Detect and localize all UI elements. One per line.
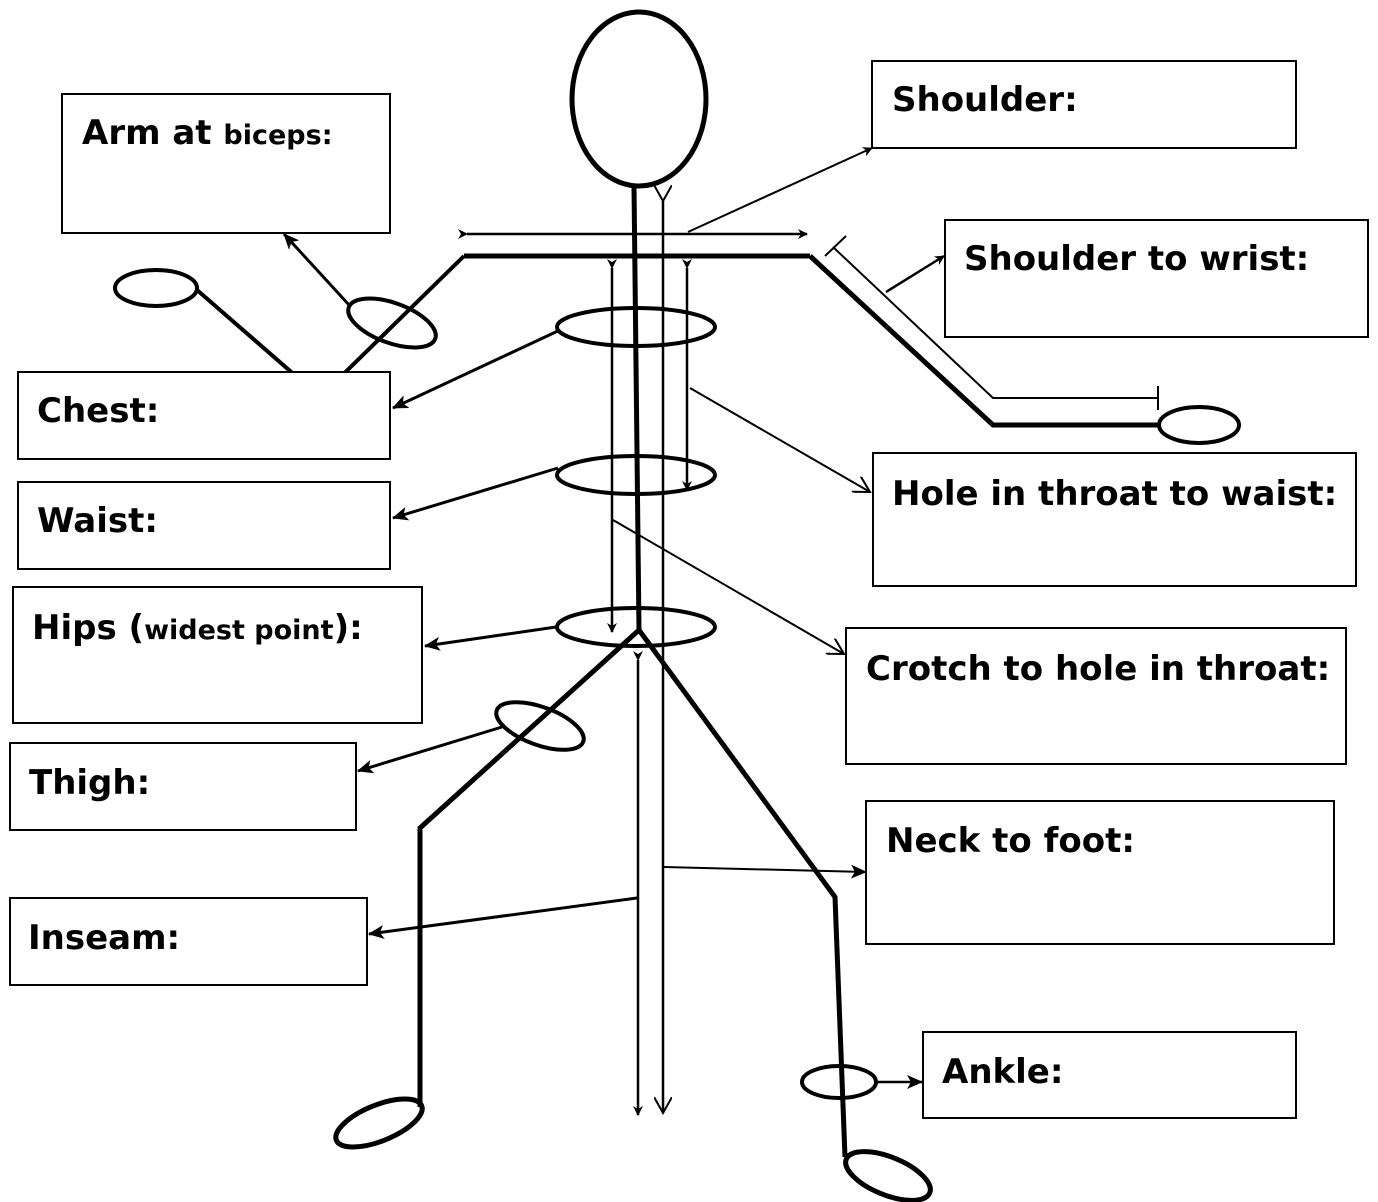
thigh-ring	[494, 700, 586, 752]
right-leg	[636, 628, 848, 1158]
crotch-to-hole-in-throat-box: Crotch to hole in throat:	[845, 627, 1347, 765]
hips-detail-text: widest point	[144, 615, 334, 646]
hips-ring	[555, 606, 717, 648]
hips-paren-open: (	[128, 608, 145, 648]
shoulder-to-wrist-tick-top	[824, 235, 847, 257]
thigh-label: Thigh:	[29, 763, 151, 803]
inseam-leader	[368, 896, 638, 939]
biceps-ring	[346, 296, 438, 350]
waist-ring	[555, 454, 717, 496]
hole-in-throat-to-waist-label: Hole in throat to waist:	[892, 474, 1338, 514]
shoulder-to-wrist-box: Shoulder to wrist:	[944, 219, 1369, 338]
inseam-box: Inseam:	[9, 897, 368, 986]
crotch-to-throat-leader	[612, 519, 844, 654]
biceps-text: biceps:	[223, 120, 333, 151]
left-hand	[113, 268, 199, 308]
hips-leader	[424, 625, 557, 651]
shoulder-label: Shoulder:	[892, 80, 1078, 120]
chest-label: Chest:	[37, 391, 160, 431]
thigh-box: Thigh:	[9, 742, 357, 831]
left-leg	[417, 628, 641, 1107]
ankle-ring	[800, 1064, 878, 1100]
ankle-label: Ankle:	[942, 1052, 1064, 1092]
waist-label: Waist:	[37, 501, 158, 541]
inseam-label: Inseam:	[28, 918, 181, 958]
hips-paren-close: ):	[333, 608, 363, 648]
shoulder-leader	[687, 147, 873, 233]
neck-to-foot-leader	[663, 864, 867, 879]
neck-to-foot-label: Neck to foot:	[886, 821, 1135, 861]
hips-text: Hips	[32, 608, 129, 648]
biceps-leader	[282, 232, 352, 308]
thigh-leader	[357, 725, 503, 774]
crotch-to-hole-in-throat-label: Crotch to hole in throat:	[866, 649, 1331, 689]
hips-label: Hips (widest point):	[32, 611, 363, 645]
arm-at-biceps-box: Arm at biceps:	[61, 93, 391, 234]
arm-at-text: Arm at	[82, 113, 224, 153]
waist-box: Waist:	[17, 481, 391, 570]
shoulder-to-wrist-dimension	[832, 246, 1158, 399]
waist-leader	[392, 466, 559, 521]
neck-to-foot-box: Neck to foot:	[865, 800, 1335, 945]
head	[569, 9, 709, 189]
ankle-box: Ankle:	[922, 1031, 1297, 1119]
hips-box: Hips (widest point):	[12, 586, 423, 724]
chest-leader	[392, 328, 561, 410]
left-foot	[333, 1096, 425, 1150]
shoulder-box: Shoulder:	[871, 60, 1297, 149]
arm-at-biceps-label: Arm at biceps:	[82, 116, 333, 150]
chest-box: Chest:	[17, 371, 391, 460]
chest-ring	[555, 306, 717, 348]
right-hand	[1157, 405, 1241, 445]
shoulder-to-wrist-label: Shoulder to wrist:	[964, 239, 1310, 279]
shoulder-to-wrist-leader	[885, 254, 945, 294]
right-foot	[843, 1149, 933, 1202]
hole-in-throat-to-waist-box: Hole in throat to waist:	[872, 452, 1357, 587]
spine	[631, 185, 642, 631]
right-arm	[808, 254, 1160, 428]
throat-to-waist-leader	[689, 387, 870, 492]
